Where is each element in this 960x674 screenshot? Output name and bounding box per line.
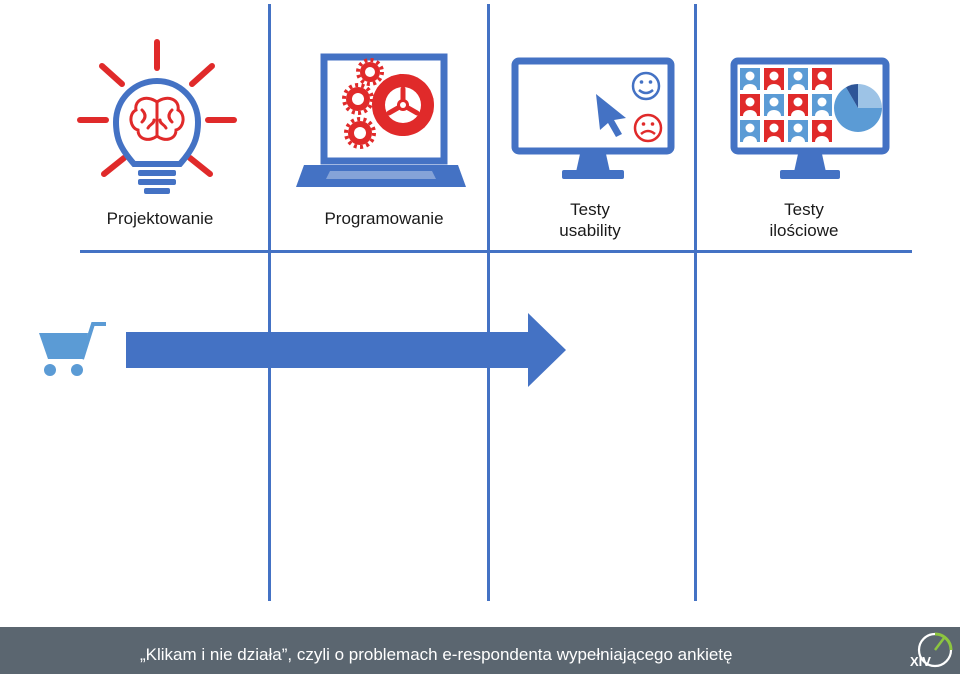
lightbulb-brain-icon: [77, 39, 237, 194]
stage-label-testy-usability: Testy usability: [559, 200, 621, 240]
footer-bar: [0, 627, 960, 674]
person-tile: [764, 94, 784, 116]
person-tile: [740, 120, 760, 142]
person-tile: [812, 120, 832, 142]
stage-label-programowanie: Programowanie: [324, 209, 444, 228]
person-tile: [740, 68, 760, 90]
conference-logo: XIV: [910, 632, 953, 669]
person-tile: [812, 94, 832, 116]
monitor-people-pie-icon: [730, 57, 890, 179]
person-tile: [764, 68, 784, 90]
person-tile: [740, 94, 760, 116]
header-divider: [80, 250, 912, 253]
person-tile: [764, 120, 784, 142]
footer-title: „Klikam i nie działa”, czyli o problemac…: [140, 645, 733, 664]
pie-chart-icon: [834, 83, 882, 132]
person-tile: [812, 68, 832, 90]
stage-label-projektowanie: Projektowanie: [106, 209, 214, 228]
column-divider: [694, 4, 697, 601]
progress-arrow: [126, 313, 566, 387]
laptop-gears-icon: [296, 53, 466, 187]
stage-label-testy-ilosciowe: Testy ilościowe: [769, 200, 839, 240]
person-tile: [788, 68, 808, 90]
logo-text: XIV: [910, 654, 931, 669]
shopping-cart-icon: [39, 322, 106, 376]
person-tile: [788, 120, 808, 142]
column-divider: [487, 4, 490, 601]
monitor-cursor-smiley-icon: [511, 57, 675, 179]
person-tile: [788, 94, 808, 116]
column-divider: [268, 4, 271, 601]
